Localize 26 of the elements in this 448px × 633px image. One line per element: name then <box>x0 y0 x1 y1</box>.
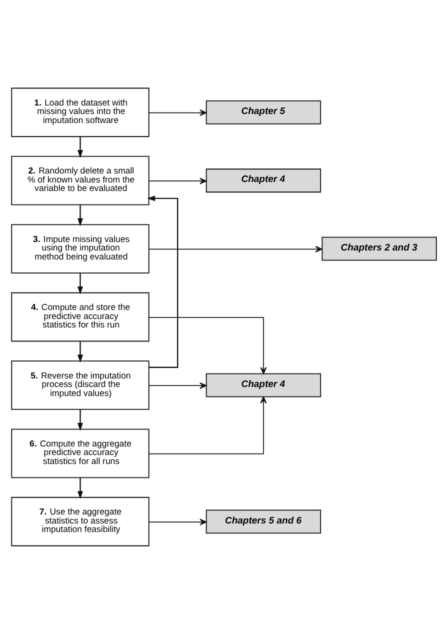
node-box: 2. Randomly delete a small % of known values from the variable to be evaluated <box>11 155 150 205</box>
arrow <box>77 408 84 430</box>
arrow <box>148 382 207 388</box>
arrow <box>77 477 84 499</box>
arrow <box>148 396 267 454</box>
node-box: 1. Load the dataset with missing values into the imputation software <box>11 87 150 137</box>
arrow <box>148 316 267 374</box>
node-box: 7. Use the aggregate statistics to assess imputation feasibility <box>11 496 150 546</box>
node-box: Chapter 4 <box>206 372 322 397</box>
node-box: 3. Impute missing values using the imputation method being evaluated <box>11 224 150 273</box>
node-box: Chapter 4 <box>206 168 322 192</box>
node-box: Chapters 5 and 6 <box>206 509 322 534</box>
arrow <box>147 195 178 368</box>
arrow <box>148 108 207 116</box>
arrow <box>77 204 84 226</box>
arrow <box>148 245 322 252</box>
node-box: Chapters 2 and 3 <box>322 236 437 260</box>
node-box: Chapter 5 <box>206 100 322 124</box>
arrow <box>148 518 207 525</box>
arrow <box>77 340 84 362</box>
node-box: 5. Reverse the imputation process (discard the imputed values) <box>11 360 150 410</box>
arrow <box>77 136 84 158</box>
node-box: 6. Compute the aggregate predictive accuracy statistics for all runs <box>11 428 150 478</box>
arrow <box>148 177 207 184</box>
node-box: 4. Compute and store the predictive accuracy statistics for this run <box>11 292 150 342</box>
arrow <box>77 272 84 294</box>
